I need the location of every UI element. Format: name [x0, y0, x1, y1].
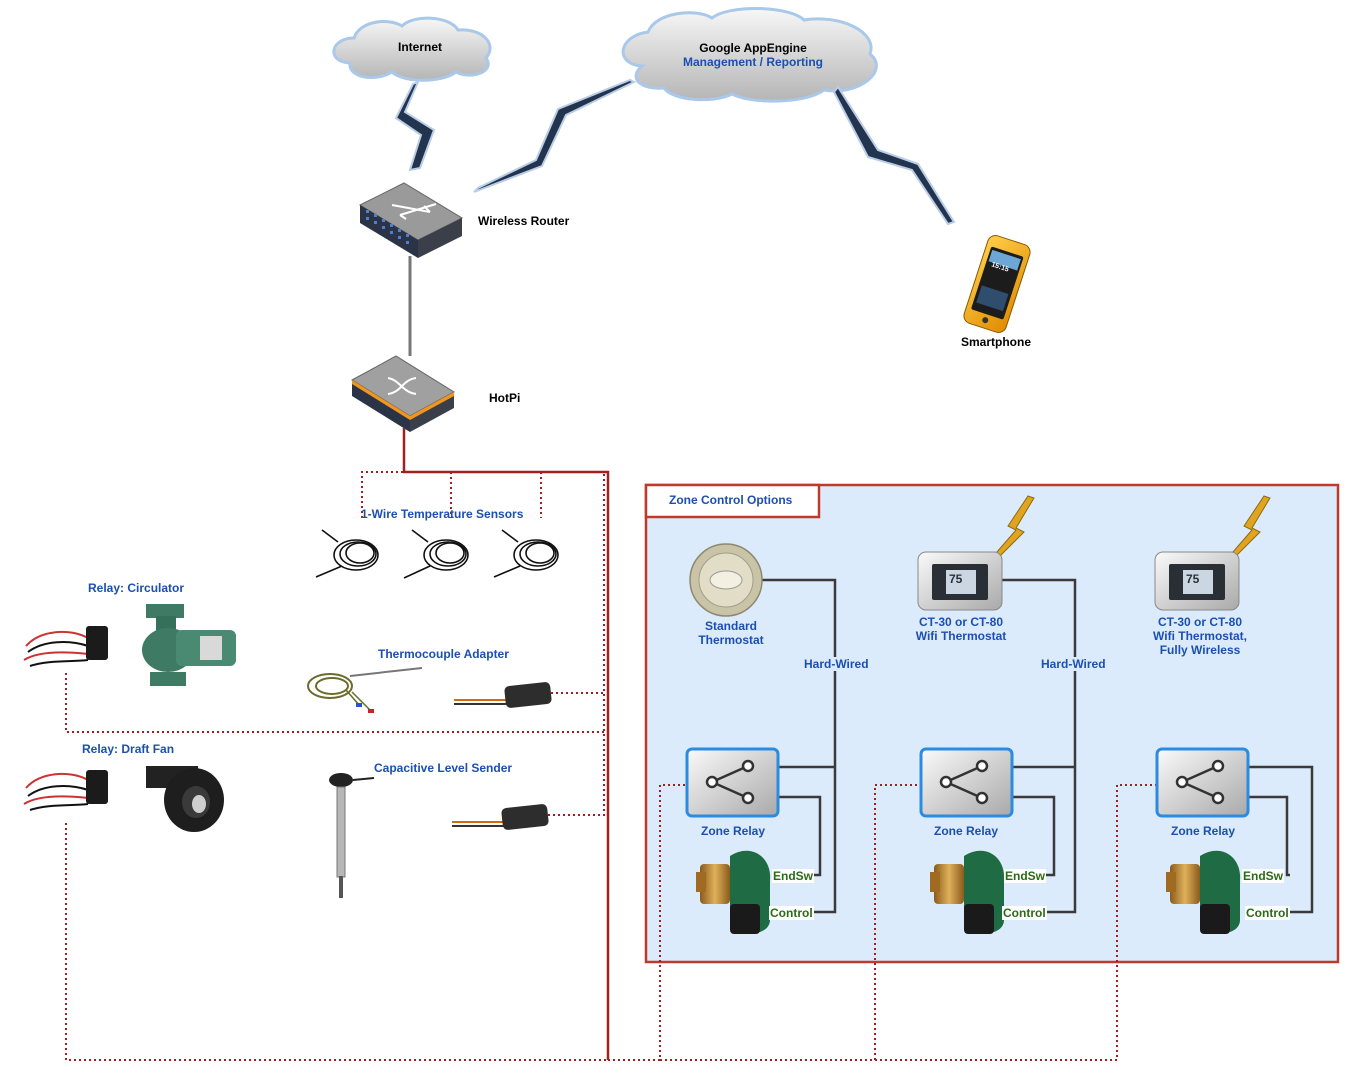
zone-relay-3	[1155, 747, 1250, 818]
zone-control-title: Zone Control Options	[669, 493, 793, 507]
ct-wifi-line-1: CT-30 or CT-80	[918, 615, 1004, 629]
thermocouple-probe	[307, 667, 423, 713]
ct-wireless-line-2: Wifi Thermostat,	[1153, 629, 1247, 643]
zone-relay-2	[919, 747, 1014, 818]
fan-relay-wires	[23, 772, 89, 811]
appengine-link-bolt	[473, 78, 637, 193]
thermocouple-adapter	[454, 682, 552, 708]
zone-relay-3-label: Zone Relay	[1170, 824, 1236, 838]
zone-relay-bus-1	[608, 784, 688, 1061]
zone-relay-1-label: Zone Relay	[700, 824, 766, 838]
control-label-2: Control	[1002, 906, 1047, 920]
standard-thermostat-wire	[760, 578, 837, 914]
ct-wifi-display-temp: 75	[949, 572, 963, 586]
hotpi-device	[351, 355, 455, 432]
ct-wireless-line-1: CT-30 or CT-80	[1157, 615, 1243, 629]
appengine-title: Google AppEngine	[699, 41, 807, 55]
wifi-thermostat-wire	[1000, 578, 1077, 914]
wireless-router	[358, 182, 464, 258]
zone-valve-2	[930, 850, 1005, 934]
endsw-label-2: EndSw	[1004, 869, 1047, 883]
relay-bus-circulator	[65, 673, 608, 733]
zone-control-title-box	[644, 483, 821, 519]
zone-valve-1	[696, 850, 771, 934]
ct-thermostat-wireless	[1154, 551, 1240, 611]
internet-cloud	[332, 16, 492, 82]
internet-label: Internet	[397, 40, 443, 54]
thermocouple-bus	[551, 474, 605, 694]
temp-sensor-3	[493, 529, 559, 578]
fan-relay	[86, 770, 108, 804]
capacitive-level-sender	[329, 773, 375, 898]
thermocouple-label: Thermocouple Adapter	[378, 647, 509, 661]
zone-relay-2-endsw-wire	[1012, 795, 1056, 877]
temp-sensor-1	[315, 529, 379, 578]
endsw-label-1: EndSw	[772, 869, 815, 883]
ct-thermostat-wifi	[917, 551, 1003, 611]
zone-relay-2-label: Zone Relay	[933, 824, 999, 838]
temp-sensors-label: 1-Wire Temperature Sensors	[361, 507, 524, 521]
relay-circulator-label: Relay: Circulator	[88, 581, 185, 595]
control-label-1: Control	[769, 906, 814, 920]
zone-relay-1-endsw-wire	[778, 795, 822, 877]
circulator-pump	[142, 604, 236, 686]
standard-thermostat	[689, 543, 763, 617]
hard-wired-label-2: Hard-Wired	[1039, 657, 1108, 671]
ct-wifi-line-2: Wifi Thermostat	[915, 629, 1007, 643]
hard-wired-label-1: Hard-Wired	[802, 657, 871, 671]
zone-relay-bus-3	[875, 784, 1158, 1061]
appengine-cloud	[621, 6, 878, 103]
relay-fan-label: Relay: Draft Fan	[82, 742, 175, 756]
temp-sensor-2	[403, 529, 469, 579]
standard-thermostat-line-2: Thermostat	[698, 633, 764, 647]
ct-wireless-line-3: Fully Wireless	[1159, 643, 1241, 657]
ct-wireless-display-temp: 75	[1186, 572, 1200, 586]
router-label: Wireless Router	[478, 214, 570, 228]
zone-valve-3	[1166, 850, 1241, 934]
zone-relay-3-wires	[1248, 765, 1314, 914]
smartphone-link-bolt	[832, 85, 956, 226]
endsw-label-3: EndSw	[1242, 869, 1285, 883]
circulator-relay-wires	[23, 630, 89, 667]
circulator-relay	[86, 626, 108, 660]
level-sender-bus	[548, 693, 605, 816]
smartphone	[963, 235, 1031, 333]
internet-link-bolt	[394, 80, 436, 172]
control-label-3: Control	[1245, 906, 1290, 920]
hotpi-label: HotPi	[489, 391, 521, 405]
relay-bus-fan	[65, 823, 608, 1061]
level-sender-adapter	[452, 804, 549, 830]
level-sender-label: Capacitive Level Sender	[374, 761, 513, 775]
smartphone-label: Smartphone	[960, 335, 1032, 349]
zone-relay-1	[685, 747, 780, 818]
standard-thermostat-line-1: Standard	[704, 619, 758, 633]
draft-fan	[146, 766, 224, 832]
appengine-subtitle: Management / Reporting	[682, 55, 824, 69]
hotpi-main-bus	[402, 428, 610, 1060]
